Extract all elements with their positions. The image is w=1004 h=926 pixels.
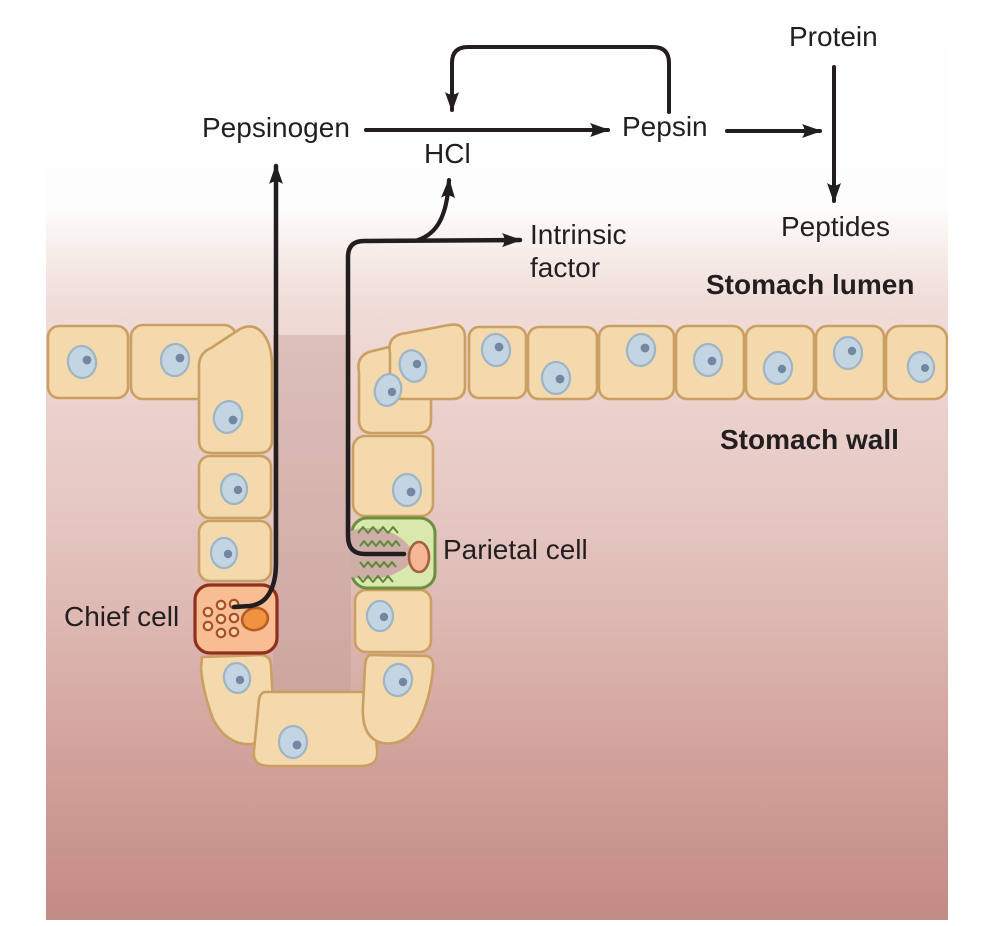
epithelial-cell-slanted [361,653,435,745]
chief-cell-nucleus [240,606,270,632]
label-peptides: Peptides [781,211,890,242]
label-pepsinogen: Pepsinogen [202,112,350,143]
arrow-parietal-cell-to-intrinsic-factor [345,233,523,557]
epithelial-cell [351,434,435,518]
arrow-parietal-cell-to-hcl [415,177,456,243]
chief-cell-granules [202,598,240,639]
process-arrows [231,45,841,610]
label-hcl: HCl [424,138,471,169]
label-stomach-lumen: Stomach lumen [706,269,915,300]
label-chief-cell: Chief cell [64,601,180,632]
parietal-cell-canaliculi [357,526,401,583]
label-intrinsic-factor: Intrinsic factor [530,219,627,284]
label-stomach-wall: Stomach wall [720,424,899,455]
epithelial-cell-bottom [252,690,379,768]
arrow-chief-cell-to-pepsinogen [231,163,283,610]
label-protein: Protein [789,21,878,52]
label-pepsin: Pepsin [622,111,708,142]
parietal-cell-nucleus [407,540,431,574]
epithelial-cell-slanted [199,653,275,746]
gastric-pit-channel [273,335,351,707]
arrow-pepsin-feedback-loop [445,45,671,114]
label-parietal-cell: Parietal cell [443,534,588,565]
background-gradient [46,0,948,920]
cell-nuclei [66,332,936,760]
chief-cell [193,583,279,655]
